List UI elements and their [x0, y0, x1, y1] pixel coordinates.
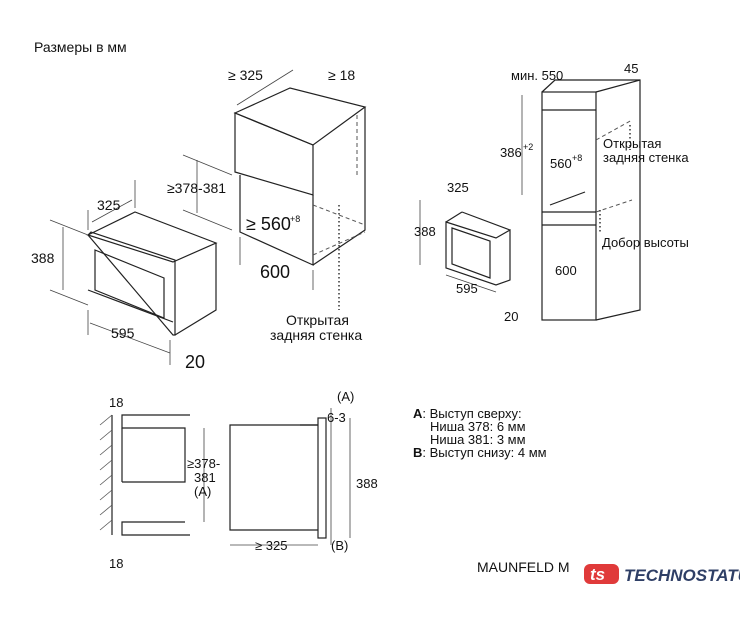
cabinet-inner-width-label: 560	[550, 156, 572, 171]
wall-bottom-label: 18	[109, 556, 123, 571]
section-oven-height-label: 388	[356, 476, 378, 491]
section-height-label-2: 381	[194, 470, 216, 485]
offset-label: 6-3	[327, 410, 346, 425]
rear-wall-label-1: Открытая	[286, 312, 349, 328]
brand-name: TECHNOSTATUS	[624, 566, 740, 585]
svg-text:A: Выступ сверху:: A: Выступ сверху:	[413, 406, 522, 421]
drawing-title: Размеры в мм	[34, 39, 127, 55]
niche-isometric	[182, 69, 367, 310]
oven2-width-label: 595	[456, 281, 478, 296]
section-height-label-1: ≥378-	[187, 456, 220, 471]
side-section	[99, 408, 351, 546]
oven-depth-label: 325	[97, 197, 121, 213]
legend-a-line2: Ниша 381: 3 мм	[430, 432, 526, 447]
cabinet-height-label: 386	[500, 145, 522, 160]
niche-width-label: 600	[260, 262, 290, 282]
niche-inner-width-label: ≥ 560	[246, 214, 291, 234]
oven-front-label: 20	[185, 352, 205, 372]
wall-top-label: 18	[109, 395, 123, 410]
marker-a: (A)	[337, 389, 354, 404]
oven-width-label: 595	[111, 325, 135, 341]
section-height-marker: (A)	[194, 484, 211, 499]
cabinet-rear-label-1: Открытая	[603, 136, 661, 151]
cabinet-depth-label: мин. 550	[511, 68, 563, 83]
rear-wall-label-2: задняя стенка	[270, 327, 362, 343]
shelf-label: Добор высоты	[602, 235, 689, 250]
legend-a-key: A	[413, 406, 423, 421]
technostatus-logo: ts TECHNOSTATUS	[584, 564, 740, 585]
cabinet-width-label: 600	[555, 263, 577, 278]
oven2-height-label: 388	[414, 224, 436, 239]
legend-b-key: B	[413, 445, 422, 460]
cabinet-height-tolerance: +2	[523, 142, 533, 152]
cabinet-wall-label: 45	[624, 61, 638, 76]
svg-text:B: Выступ снизу: 4 мм: B: Выступ снизу: 4 мм	[413, 445, 547, 460]
model-label: MAUNFELD M	[477, 559, 570, 575]
oven-isometric	[49, 180, 218, 365]
oven2-depth-label: 325	[447, 180, 469, 195]
legend-a-line1: Ниша 378: 6 мм	[430, 419, 526, 434]
niche-height-label: ≥378-381	[167, 180, 226, 196]
tall-cabinet	[419, 79, 641, 321]
legend: A: Выступ сверху: Ниша 378: 6 мм Ниша 38…	[413, 406, 547, 460]
oven-height-label: 388	[31, 250, 55, 266]
svg-text:ts: ts	[590, 565, 605, 584]
legend-b-text: : Выступ снизу: 4 мм	[422, 445, 546, 460]
oven2-front-label: 20	[504, 309, 518, 324]
niche-inner-width-tolerance: +8	[290, 214, 300, 224]
cabinet-rear-label-2: задняя стенка	[603, 150, 689, 165]
niche-wall-label: ≥ 18	[328, 67, 355, 83]
legend-a-text: : Выступ сверху:	[422, 406, 521, 421]
marker-b: (B)	[331, 538, 348, 553]
niche-depth-label: ≥ 325	[228, 67, 263, 83]
cabinet-inner-width-tolerance: +8	[572, 153, 582, 163]
section-depth-label: ≥ 325	[255, 538, 287, 553]
